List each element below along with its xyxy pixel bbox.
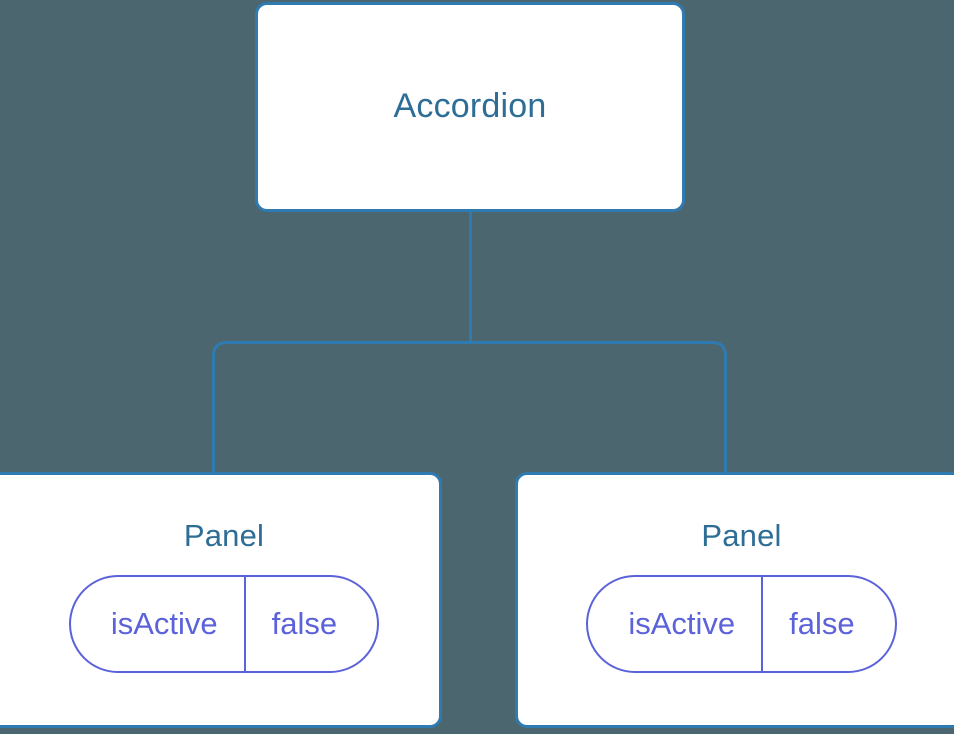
edge-to-panel-0 [212,341,471,472]
state-value-panel-1: false [789,606,855,642]
node-accordion[interactable]: Accordion [255,2,685,212]
state-value-panel-0: false [271,606,338,642]
state-key-panel-0: isActive [71,577,246,672]
node-panel-1-title: Panel [701,518,782,553]
node-panel-1[interactable]: Panel isActive false [515,472,954,728]
edge-to-panel-1 [470,341,727,472]
node-accordion-title: Accordion [393,87,547,126]
state-pill-panel-1[interactable]: isActive false [586,575,897,674]
state-pill-panel-0[interactable]: isActive false [68,575,380,674]
node-panel-0[interactable]: Panel isActive false [0,472,442,728]
node-panel-0-title: Panel [183,518,265,553]
state-key-panel-1: isActive [588,577,764,672]
